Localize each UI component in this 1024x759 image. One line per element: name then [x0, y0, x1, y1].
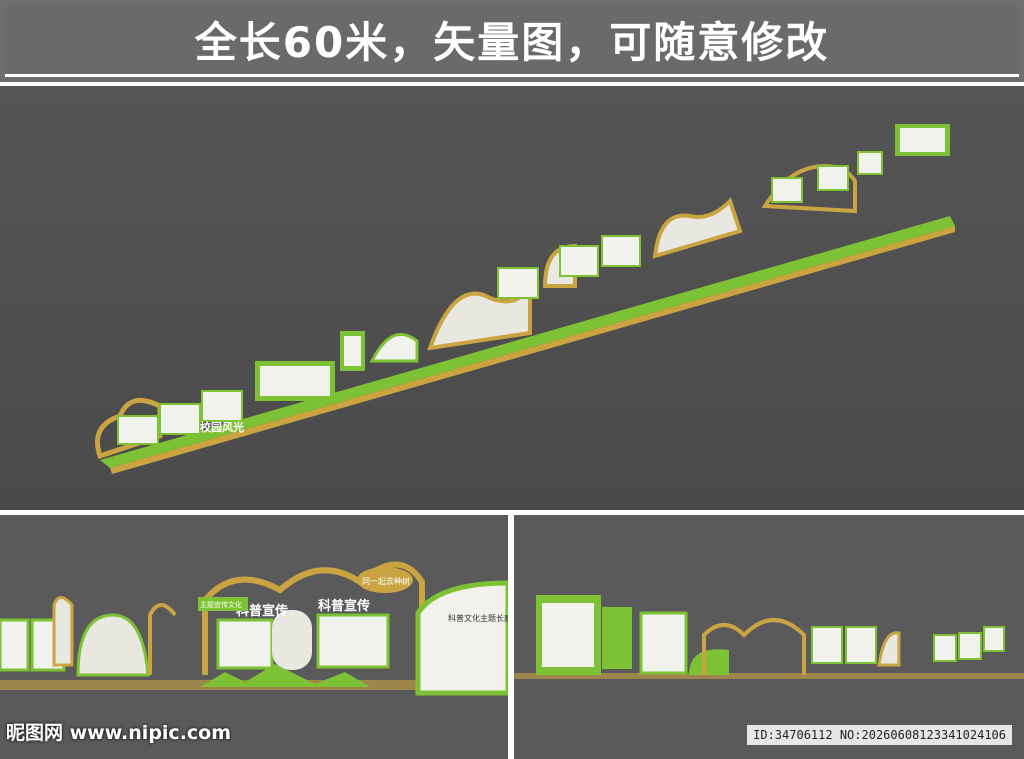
banner-inner: 全长60米，矢量图，可随意修改 — [5, 5, 1019, 77]
wall-segment-4 — [542, 197, 743, 288]
sign-tag-small: 主题宣传文化 — [200, 600, 242, 609]
sign-research-2: 科普宣传 — [318, 598, 370, 614]
banner-title: 全长60米，矢量图，可随意修改 — [194, 18, 830, 67]
watermark-id: ID:34706112 NO:20260608123341024106 — [747, 725, 1012, 745]
top-banner: 全长60米，矢量图，可随意修改 — [0, 0, 1024, 82]
sign-cloud-slogan: 同一起去种树 — [362, 576, 410, 586]
wall-segment-2 — [255, 331, 365, 401]
wall-segment-1: 校园风光 — [95, 390, 244, 460]
perspective-render: ID:34706112 NO:20260608123341024106 — [514, 515, 1024, 759]
perspective-illustration — [514, 515, 1024, 759]
front-view-render: 科普宣传 科普宣传 同一起去种树 主题宣传文化 科普文化主题长廊 昵图网 www… — [0, 515, 508, 759]
front-view-illustration: 科普宣传 科普宣传 同一起去种树 主题宣传文化 科普文化主题长廊 — [0, 515, 508, 759]
sign-campus: 校园风光 — [200, 420, 244, 434]
wall-segment-5 — [761, 124, 950, 214]
overview-illustration: 校园风光 — [0, 86, 1024, 510]
watermark-site: 昵图网 www.nipic.com — [6, 722, 232, 744]
wall-segment-3 — [369, 267, 539, 363]
sign-culture-title: 科普文化主题长廊 — [448, 613, 508, 623]
sign-research-1: 科普宣传 — [236, 603, 288, 619]
overview-render: 校园风光 — [0, 86, 1024, 510]
